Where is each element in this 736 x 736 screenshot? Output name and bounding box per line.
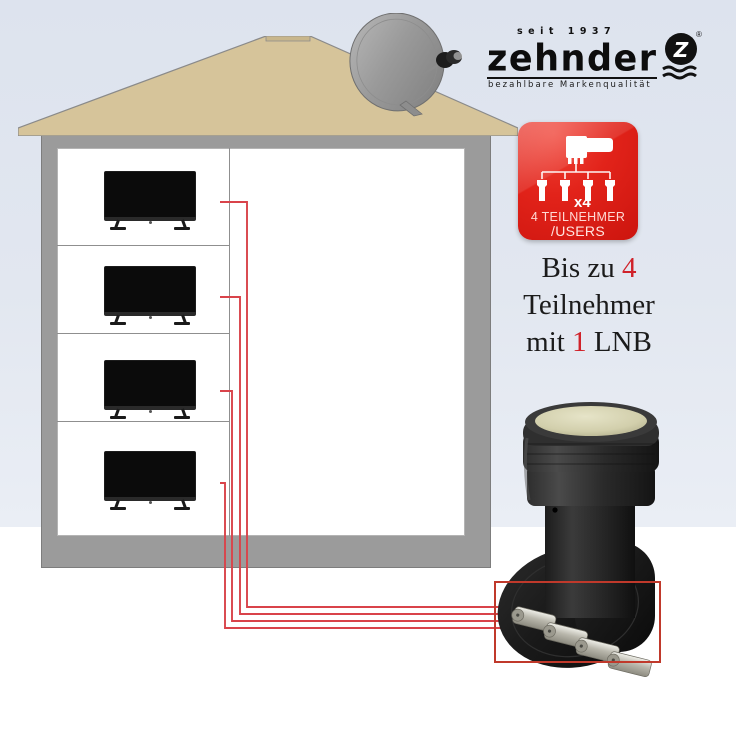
headline-lnb-number: 1: [572, 326, 587, 358]
lnb-feedhorn-cap: [535, 406, 647, 436]
lnb-neck: [545, 492, 635, 618]
headline-line-3-prefix: mit: [526, 326, 573, 358]
logo-emblem-icon: Z: [659, 32, 703, 82]
logo-underline: [487, 77, 657, 79]
tv-foot: [110, 507, 126, 510]
connector-highlight-box: [494, 581, 661, 663]
tv-foot: [174, 416, 190, 419]
headline-line-3-suffix: LNB: [586, 326, 652, 358]
interior-column-divider: [229, 148, 230, 536]
headline-line-2: Teilnehmer: [523, 289, 655, 321]
headline-line-1-text: Bis zu: [541, 252, 623, 284]
tv-screen: [104, 171, 196, 220]
tv-bezel: [104, 497, 196, 501]
television: [104, 451, 196, 510]
badge-label-en: /USERS: [551, 223, 605, 239]
floor-divider: [57, 421, 229, 422]
tv-foot: [174, 227, 190, 230]
logo-tagline: bezahlbare Markenqualität: [488, 80, 652, 90]
logo-since-text: seit 1937: [517, 26, 617, 37]
television: [104, 171, 196, 230]
television: [104, 360, 196, 419]
tv-foot: [174, 322, 190, 325]
tv-screen: [104, 266, 196, 315]
svg-text:Z: Z: [673, 38, 689, 62]
brand-logo: seit 1937 zehnder bezahlbare Markenquali…: [487, 26, 703, 90]
lnb-product-image: [487, 392, 692, 677]
tv-foot: [110, 416, 126, 419]
tv-foot: [174, 507, 190, 510]
tv-foot: [110, 322, 126, 325]
users-badge: x4 4 TEILNEHMER /USERS: [518, 122, 638, 240]
tv-bezel: [104, 312, 196, 316]
headline: Bis zu 4 Teilnehmer mit 1 LNB: [496, 250, 682, 361]
tv-power-led: [149, 501, 152, 504]
badge-label-de: 4 TEILNEHMER: [530, 210, 626, 224]
tv-screen: [104, 360, 196, 409]
badge-multiplier: x4: [574, 194, 591, 211]
headline-line-1: Bis zu 4: [496, 250, 682, 287]
floor-divider: [57, 333, 229, 334]
tv-bezel: [104, 217, 196, 221]
logo-wordmark: zehnder: [487, 38, 658, 80]
tv-screen: [104, 451, 196, 500]
lnb-screw-hole: [552, 507, 558, 513]
headline-users-number: 4: [622, 252, 637, 284]
satellite-dish-icon: [344, 12, 474, 125]
television: [104, 266, 196, 325]
tv-power-led: [149, 410, 152, 413]
tv-bezel: [104, 406, 196, 410]
lnb-connectors: [511, 606, 652, 677]
lnb-collar: [527, 464, 655, 506]
tv-power-led: [149, 221, 152, 224]
house-illustration: [41, 131, 491, 568]
tv-power-led: [149, 316, 152, 319]
registered-trademark-icon: ®: [696, 30, 702, 39]
floor-divider: [57, 245, 229, 246]
headline-line-3: mit 1 LNB: [496, 324, 682, 361]
tv-foot: [110, 227, 126, 230]
